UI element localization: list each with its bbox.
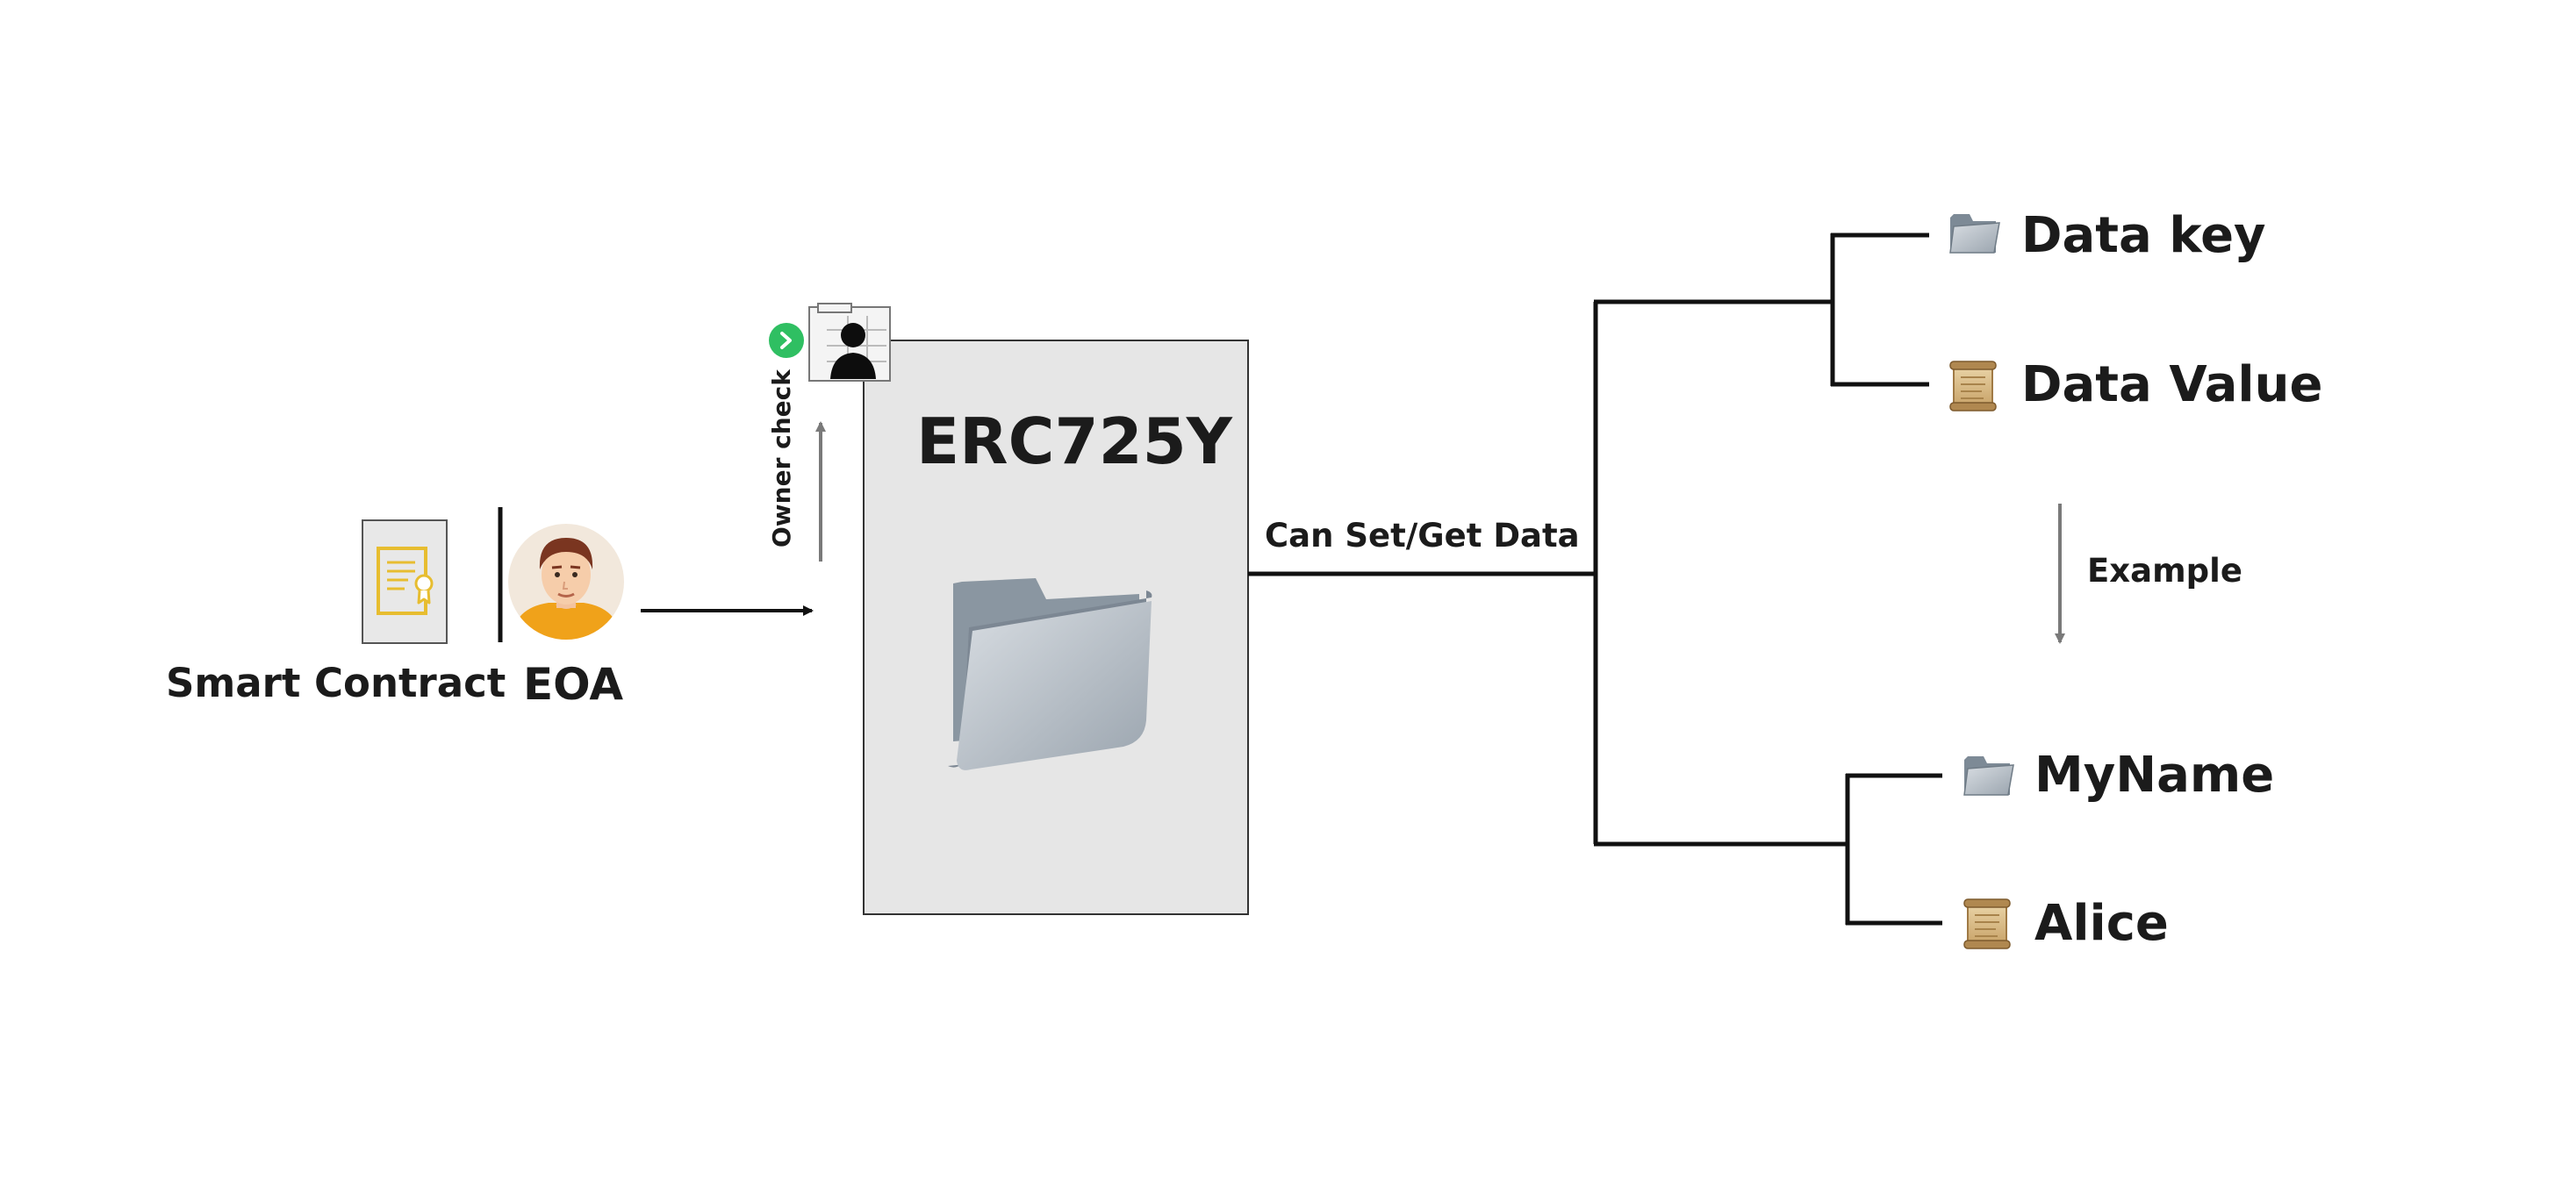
scroll-icon [1963, 898, 2011, 949]
smart-contract-label: Smart Contract [166, 660, 506, 706]
data-value-label: Data Value [2021, 356, 2323, 413]
example-key-label: MyName [2034, 747, 2275, 804]
example-value-label: Alice [2034, 895, 2169, 952]
folder-icon [948, 578, 1152, 770]
check-badge-icon [769, 323, 804, 358]
folder-icon [1949, 213, 2000, 254]
folder-icon [1963, 755, 2014, 796]
erc725y-title: ERC725Y [916, 404, 1232, 478]
owner-check-label: Owner check [767, 369, 796, 547]
owner-id-card-icon [808, 303, 891, 382]
data-key-label: Data key [2021, 207, 2266, 264]
eoa-label: EOA [523, 659, 624, 710]
eoa-avatar-icon [508, 524, 624, 640]
scroll-icon [1949, 361, 1997, 411]
data-link-label: Can Set/Get Data [1265, 517, 1580, 555]
example-label: Example [2087, 552, 2242, 590]
smart-contract-icon [362, 519, 448, 644]
